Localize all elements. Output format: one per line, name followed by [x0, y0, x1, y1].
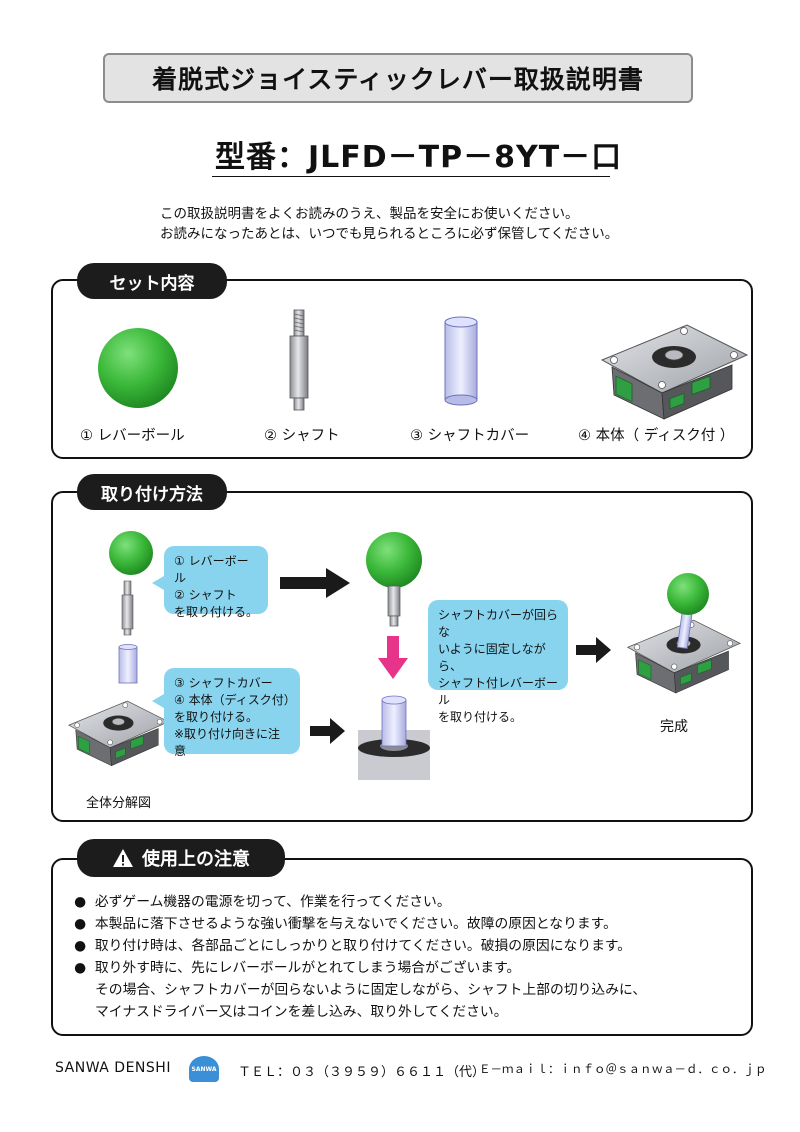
model-underline	[212, 176, 610, 177]
set-contents-panel	[51, 279, 753, 459]
pink-down-arrow-icon	[378, 636, 408, 679]
assembly-tag: 取り付け方法	[77, 474, 227, 510]
bubble-2-line: ④ 本体（ディスク付）	[174, 693, 296, 707]
caution-tag-label: 使用上の注意	[142, 849, 250, 870]
caution-item: ● 必ずゲーム機器の電源を切って、作業を行ってください。	[74, 894, 451, 910]
company-logo-text: SANWA	[191, 1065, 217, 1073]
shaft-cover-image	[444, 316, 478, 406]
bubble-1-tail	[152, 576, 164, 590]
exploded-view-label: 全体分解図	[86, 796, 152, 811]
bubble-1-line: ② シャフト	[174, 588, 237, 602]
completed-label: 完成	[660, 719, 688, 735]
item-shaft-cover-label: ③ シャフトカバー	[410, 428, 530, 444]
set-contents-tag: セット内容	[77, 263, 227, 299]
bubble-3-line: いように固定しながら、	[438, 642, 546, 673]
item-main-body-label: ④ 本体（ ディスク付 ）	[578, 428, 735, 444]
footer-tel: ＴＥＬ：０３（３９５９）６６１１（代）	[238, 1065, 486, 1080]
caution-tag: 使用上の注意	[77, 839, 285, 877]
bubble-2-line: ※取り付け向きに注意	[174, 727, 281, 758]
exploded-ball-image	[109, 531, 153, 575]
step-arrow-right-icon	[310, 718, 345, 744]
instruction-bubble-3: シャフトカバーが回らな いように固定しながら、 シャフト付レバーボール を取り付…	[428, 600, 568, 724]
caution-item: ● 本製品に落下させるような強い衝撃を与えないでください。故障の原因となります。	[74, 916, 617, 932]
intro-line-2: お読みになったあとは、いつでも見られるところに必ず保管してください。	[160, 226, 619, 242]
assembly-panel	[51, 491, 753, 822]
caution-continuation: その場合、シャフトカバーが回らないように固定しながら、シャフト上部の切り込みに、	[95, 982, 647, 998]
caution-list: ● 必ずゲーム機器の電源を切って、作業を行ってください。 ● 本製品に落下させる…	[74, 891, 646, 1023]
bubble-3-line: を取り付ける。	[438, 710, 523, 724]
lever-ball-image	[98, 328, 178, 408]
warning-icon	[113, 849, 133, 867]
instruction-bubble-1: ① レバーボール ② シャフト を取り付ける。	[164, 546, 268, 619]
bubble-2-line: を取り付ける。	[174, 710, 259, 724]
exploded-shaft-image	[121, 580, 134, 636]
exploded-cover-image	[118, 644, 138, 684]
caution-item: ● 取り外す時に、先にレバーボールがとれてしまう場合がございます。	[74, 960, 521, 976]
caution-item: ● 取り付け時は、各部品ごとにしっかりと取り付けてください。破損の原因になります…	[74, 938, 632, 954]
bubble-1-line: を取り付ける。	[174, 605, 259, 619]
intro-text: この取扱説明書をよくお読みのうえ、製品を安全にお使いください。 お読みになったあ…	[160, 204, 618, 244]
document-title: 着脱式ジョイスティックレバー取扱説明書	[103, 53, 693, 103]
step-arrow-right-icon	[576, 637, 611, 663]
footer-email: Ｅ－ｍａｉｌ：ｉｎｆｏ＠ｓａｎｗａ－ｄ．ｃｏ．ｊｐ	[479, 1062, 767, 1076]
bubble-2-tail	[152, 694, 164, 708]
step-arrow-right-icon	[280, 568, 350, 598]
caution-panel	[51, 858, 753, 1036]
main-body-image	[601, 324, 748, 420]
bubble-3-line: シャフトカバーが回らな	[438, 608, 559, 639]
shaft-image	[289, 309, 309, 411]
model-number: 型番：JLFD－TP－8YT－口	[215, 140, 623, 175]
bubble-3-line: シャフト付レバーボール	[438, 676, 559, 707]
item-shaft-label: ② シャフト	[264, 428, 340, 444]
company-logo: SANWA	[189, 1056, 219, 1082]
caution-continuation: マイナスドライバー又はコインを差し込み、取り外してください。	[95, 1004, 508, 1020]
instruction-bubble-2: ③ シャフトカバー ④ 本体（ディスク付） を取り付ける。 ※取り付け向きに注意	[164, 668, 300, 758]
company-name: SANWA DENSHI	[55, 1060, 171, 1076]
completed-joystick-image	[627, 573, 741, 694]
item-lever-ball-label: ① レバーボール	[80, 428, 185, 444]
cover-on-base-image	[358, 695, 430, 780]
intro-line-1: この取扱説明書をよくお読みのうえ、製品を安全にお使いください。	[160, 206, 579, 222]
ball-with-shaft-image	[366, 532, 422, 627]
bubble-1-line: ① レバーボール	[174, 554, 249, 585]
bubble-2-line: ③ シャフトカバー	[174, 676, 273, 690]
